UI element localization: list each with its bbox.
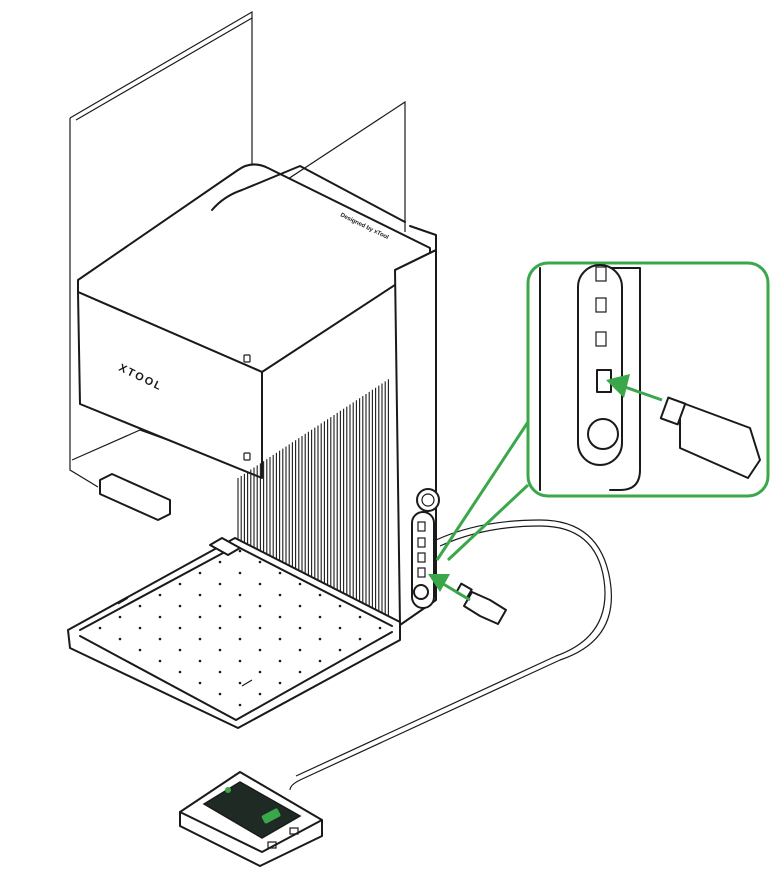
control-display	[179, 771, 323, 867]
base-dot	[218, 604, 222, 608]
base-dot	[198, 615, 202, 619]
base-dot	[258, 604, 262, 608]
base-dot	[238, 549, 242, 553]
base-dot	[238, 571, 242, 575]
laser-head: Designed by xTool XTOOL	[77, 163, 431, 479]
base-dot	[178, 670, 182, 674]
base-dot	[158, 637, 162, 641]
base-dot	[198, 681, 202, 685]
base-dot	[298, 604, 302, 608]
base-dot	[178, 648, 182, 652]
base-dot	[298, 626, 302, 630]
base-dot	[338, 626, 342, 630]
base-dot	[358, 615, 362, 619]
base-dot	[118, 637, 122, 641]
base-dot	[158, 659, 162, 663]
usb-arrow-inset	[606, 374, 663, 402]
base-dot	[218, 692, 222, 696]
usb-arrow-small	[428, 574, 471, 602]
base-dot	[198, 593, 202, 597]
base-dot	[318, 637, 322, 641]
base-dot	[238, 703, 242, 707]
base-dot	[178, 582, 182, 586]
heat-sink-fins	[237, 379, 389, 619]
base-dot	[338, 648, 342, 652]
base-dot	[358, 637, 362, 641]
base-dot	[198, 571, 202, 575]
base-dot	[318, 659, 322, 663]
base-dot	[238, 615, 242, 619]
base-dot	[238, 593, 242, 597]
front-bracket	[99, 473, 241, 556]
base-dot	[318, 615, 322, 619]
inset-zoom	[526, 261, 770, 498]
base-dot	[378, 626, 382, 630]
base-dot	[278, 615, 282, 619]
base-dot	[278, 637, 282, 641]
base-dot	[258, 692, 262, 696]
usb-drive-small	[455, 582, 507, 625]
base-dot	[158, 615, 162, 619]
base-dot	[258, 560, 262, 564]
display-cable	[289, 519, 612, 791]
base-dot	[338, 604, 342, 608]
base-dot	[218, 626, 222, 630]
base-dot	[238, 637, 242, 641]
base-dot	[278, 593, 282, 597]
honeycomb-base	[67, 537, 401, 729]
base-dot	[138, 648, 142, 652]
base-dot	[298, 648, 302, 652]
base-dot	[318, 593, 322, 597]
base-dot	[238, 659, 242, 663]
base-dot-grid	[98, 549, 382, 707]
base-dot	[178, 626, 182, 630]
base-dot	[178, 604, 182, 608]
base-dot	[218, 560, 222, 564]
base-dot	[138, 626, 142, 630]
base-dot	[298, 670, 302, 674]
base-dot	[278, 681, 282, 685]
base-dot	[118, 615, 122, 619]
side-port-panel	[411, 488, 440, 609]
base-dot	[278, 571, 282, 575]
base-dot	[218, 648, 222, 652]
base-dot	[298, 582, 302, 586]
base-dot	[218, 582, 222, 586]
base-dot	[98, 626, 102, 630]
base-dot	[218, 670, 222, 674]
base-dot	[138, 604, 142, 608]
base-dot	[198, 659, 202, 663]
base-dot	[238, 681, 242, 685]
base-dot	[198, 637, 202, 641]
base-dot	[278, 659, 282, 663]
base-dot	[258, 582, 262, 586]
acrylic-shield	[69, 10, 406, 488]
base-dot	[158, 593, 162, 597]
base-dot	[258, 648, 262, 652]
base-dot	[258, 626, 262, 630]
base-dot	[258, 670, 262, 674]
callout-connector	[435, 421, 530, 562]
